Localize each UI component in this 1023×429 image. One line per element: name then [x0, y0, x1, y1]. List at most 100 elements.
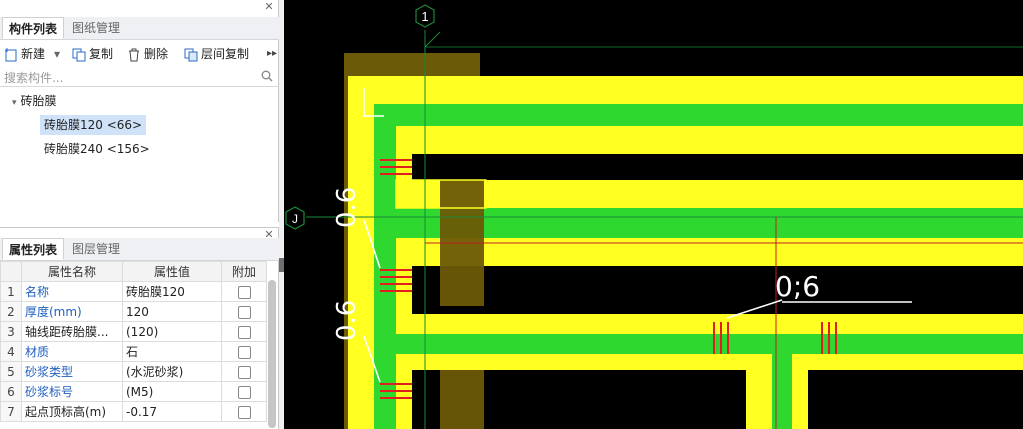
extra-checkbox[interactable] [237, 385, 251, 399]
property-table: 属性名称 属性值 附加 1 名称 砖胎膜120 2 厚度(mm) 120 3 轴… [0, 261, 267, 422]
beam-green-top[interactable] [396, 208, 1023, 238]
row-index: 3 [0, 321, 22, 342]
header-extra: 附加 [221, 261, 267, 282]
delete-button[interactable]: 删除 [127, 45, 168, 63]
row-index: 7 [0, 401, 22, 422]
tab-property-list[interactable]: 属性列表 [2, 238, 65, 260]
toolbar-overflow-icon[interactable]: ▸▸ [267, 48, 278, 59]
extra-cell [221, 361, 267, 382]
scrollbar-thumb[interactable] [268, 280, 276, 428]
tree-item-brick-membrane-120[interactable]: 砖胎膜120 <66> [40, 115, 147, 135]
extra-cell [221, 321, 267, 342]
beam-yellow-lower-a[interactable] [396, 314, 1023, 334]
new-label: 新建 [21, 47, 46, 61]
axis-bubble-j[interactable]: J [285, 206, 305, 230]
property-value[interactable]: (120) [122, 321, 222, 342]
property-name: 厚度(mm) [21, 301, 123, 322]
hatch-marks-mid-a [713, 322, 729, 354]
header-index [0, 261, 22, 282]
brick-membrane-column-lower[interactable] [440, 370, 484, 429]
dimension-leaders [363, 88, 912, 383]
axis-bubble-1[interactable]: 1 [415, 4, 435, 28]
table-header: 属性名称 属性值 附加 [0, 261, 267, 282]
search-input[interactable]: 搜索构件... [4, 71, 64, 85]
axis-label-1: 1 [421, 9, 428, 24]
search-icon[interactable] [261, 70, 273, 82]
pier-yellow[interactable] [746, 354, 772, 429]
hatch-marks-left-top [380, 159, 412, 175]
pier-yellow-2[interactable] [792, 354, 808, 429]
table-row[interactable]: 1 名称 砖胎膜120 [0, 281, 267, 302]
extra-checkbox[interactable] [237, 365, 251, 379]
extra-cell [221, 341, 267, 362]
floor-copy-label: 层间复制 [201, 47, 250, 61]
tab-layer-management[interactable]: 图层管理 [72, 242, 121, 256]
property-panel-tabs: 属性列表 图层管理 [0, 238, 279, 261]
row-index: 2 [0, 301, 22, 322]
new-dropdown-arrow[interactable]: ▾ [54, 47, 61, 61]
tab-drawing-management[interactable]: 图纸管理 [72, 21, 121, 35]
property-value[interactable]: 120 [122, 301, 222, 322]
property-scrollbar[interactable] [268, 280, 276, 428]
extra-checkbox[interactable] [237, 285, 251, 299]
selection-outline [395, 179, 487, 209]
opening-middle [412, 266, 1023, 314]
tree-root[interactable]: ▾砖胎膜 [12, 91, 57, 111]
property-name: 起点顶标高(m) [21, 401, 123, 422]
property-name: 轴线距砖胎膜... [21, 321, 123, 342]
floor-copy-icon [184, 48, 198, 61]
beam-yellow-mid[interactable] [396, 240, 1023, 266]
property-value[interactable]: (水泥砂浆) [122, 361, 222, 382]
copy-icon [72, 48, 86, 61]
table-row[interactable]: 7 起点顶标高(m) -0.17 [0, 401, 267, 422]
table-row[interactable]: 6 砂浆标号 (M5) [0, 381, 267, 402]
component-toolbar: 新建 ▾ 复制 删除 层间复制 ▸▸ [0, 42, 279, 66]
header-name: 属性名称 [21, 261, 123, 282]
dimension-text-vertical-1: 0.6 [332, 187, 362, 228]
property-name: 名称 [21, 281, 123, 302]
hatch-marks-left-bottom [380, 383, 412, 399]
extra-checkbox[interactable] [237, 405, 251, 419]
hatch-marks-mid-b [821, 322, 837, 354]
property-value[interactable]: (M5) [122, 381, 222, 402]
delete-label: 删除 [144, 47, 169, 61]
opening-top [412, 154, 1023, 180]
close-icon[interactable]: ✕ [264, 0, 274, 13]
property-list-panel: ✕ 属性列表 图层管理 属性名称 属性值 附加 1 名称 砖胎膜120 2 厚度… [0, 227, 279, 429]
component-search[interactable]: 搜索构件... [0, 67, 279, 87]
row-index: 4 [0, 341, 22, 362]
beam-green-lower[interactable] [396, 334, 1023, 354]
property-value[interactable]: -0.17 [122, 401, 222, 422]
tree-item-brick-membrane-240[interactable]: 砖胎膜240 <156> [44, 142, 150, 156]
extra-cell [221, 301, 267, 322]
collapse-handle[interactable] [279, 258, 284, 272]
pier-green[interactable] [772, 354, 792, 429]
dimension-text-vertical-2: 0.6 [332, 300, 362, 341]
brick-membrane-corner[interactable] [344, 53, 480, 76]
property-value[interactable]: 石 [122, 341, 222, 362]
table-row[interactable]: 5 砂浆类型 (水泥砂浆) [0, 361, 267, 382]
dimension-text-horizontal: 0;6 [775, 270, 820, 303]
tab-component-list[interactable]: 构件列表 [2, 17, 65, 39]
table-row[interactable]: 2 厚度(mm) 120 [0, 301, 267, 322]
extra-checkbox[interactable] [237, 305, 251, 319]
table-row[interactable]: 4 材质 石 [0, 341, 267, 362]
expand-arrow-icon[interactable]: ▾ [12, 98, 17, 108]
copy-button[interactable]: 复制 [72, 45, 113, 63]
drawing-canvas[interactable]: 1 J 0.6 0.6 0;6 [284, 0, 1023, 429]
copy-label: 复制 [89, 47, 114, 61]
extra-checkbox[interactable] [237, 325, 251, 339]
row-index: 1 [0, 281, 22, 302]
property-value[interactable]: 砖胎膜120 [122, 281, 222, 302]
new-button[interactable]: 新建 [4, 45, 45, 63]
new-icon [5, 47, 17, 61]
extra-checkbox[interactable] [237, 345, 251, 359]
close-icon[interactable]: ✕ [264, 228, 274, 241]
panel-splitter[interactable] [279, 0, 284, 429]
axis-label-j: J [292, 212, 298, 226]
component-panel-tabs: 构件列表 图纸管理 [0, 17, 279, 40]
trash-icon [129, 48, 139, 61]
header-value: 属性值 [122, 261, 222, 282]
table-row[interactable]: 3 轴线距砖胎膜... (120) [0, 321, 267, 342]
floor-copy-button[interactable]: 层间复制 [184, 45, 249, 63]
